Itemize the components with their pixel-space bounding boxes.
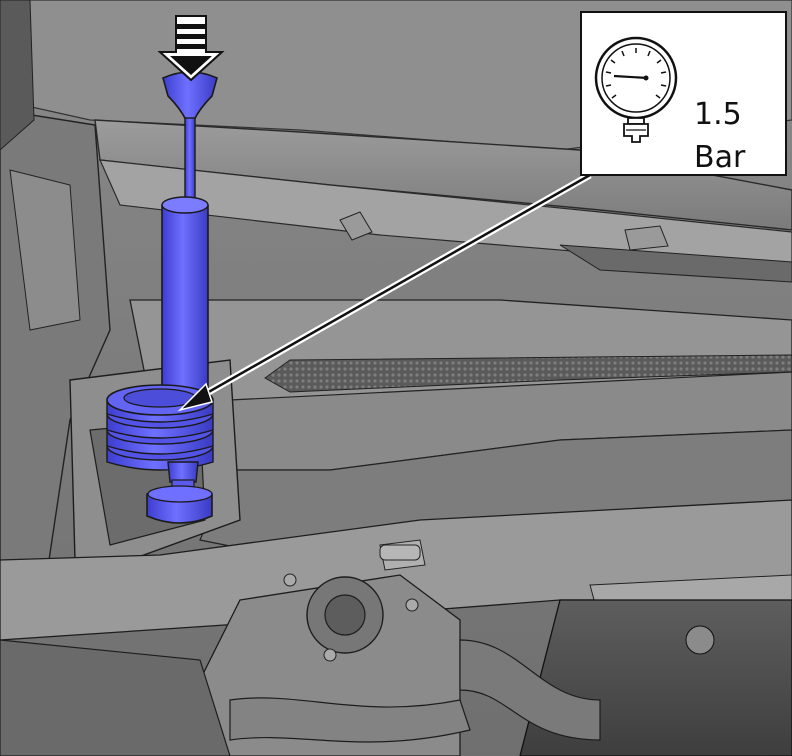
adapter-neck [167,461,199,483]
cap-adapter [106,384,214,471]
crossmember-pad [379,544,421,561]
left-hood-hinge [0,0,35,151]
pressure-unit-label: Bar [694,140,746,175]
coolant-hose [459,639,601,741]
cowl-clip-right [624,225,669,251]
lower-hose [229,697,471,743]
wiper-arm [559,244,792,283]
push-down-arrow-icon [157,15,225,82]
cowl-clip-left [339,211,373,241]
engine-cover-bolt [685,625,715,655]
pressure-value-label: 1.5 [694,97,742,132]
pump-barrel-top [161,196,209,214]
callout-leader-arrow [177,171,592,412]
pressure-gauge-icon [594,36,678,143]
strut-bolt-2 [405,598,419,612]
left-bracket [9,169,81,331]
strut-mount-center [324,594,366,636]
cowl-grille-mesh [264,354,792,393]
pressure-tester-pump [106,71,218,524]
pump-barrel [161,199,209,393]
strut-bolt-1 [323,648,337,662]
lower-left-engine [0,639,231,756]
strut-bolt-3 [283,573,297,587]
front-crossmember [0,499,792,641]
pump-rod [184,117,196,201]
